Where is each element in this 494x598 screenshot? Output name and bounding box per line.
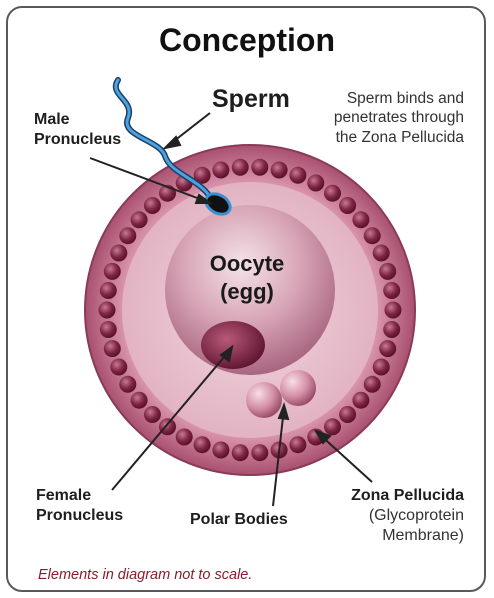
zona-granule bbox=[119, 376, 136, 393]
leader-sperm-arrow bbox=[165, 137, 180, 148]
zona-granule bbox=[232, 159, 249, 176]
zona-granule bbox=[104, 340, 121, 357]
oocyte-label-line-1: Oocyte bbox=[197, 250, 297, 278]
zona-granule bbox=[251, 159, 268, 176]
zona-granule bbox=[324, 185, 341, 202]
zona-granule bbox=[251, 444, 268, 461]
zona-granule bbox=[385, 302, 402, 319]
zona-pellucida-label: Zona Pellucida (Glycoprotein Membrane) bbox=[351, 486, 464, 546]
zona-granule bbox=[144, 406, 161, 423]
male-pronucleus-line-1: Male bbox=[34, 110, 121, 130]
zona-granule bbox=[352, 392, 369, 409]
zona-granule bbox=[99, 302, 116, 319]
zona-granule bbox=[232, 444, 249, 461]
zona-granule bbox=[289, 436, 306, 453]
scale-note: Elements in diagram not to scale. bbox=[38, 566, 252, 584]
male-pronucleus-label: Male Pronucleus bbox=[34, 110, 121, 150]
zona-granule bbox=[110, 359, 127, 376]
diagram-title: Conception bbox=[0, 22, 494, 59]
zona-granule bbox=[383, 282, 400, 299]
zona-granule bbox=[104, 263, 121, 280]
zona-granule bbox=[339, 406, 356, 423]
zona-granule bbox=[379, 263, 396, 280]
zona-granule bbox=[100, 282, 117, 299]
zona-granule bbox=[131, 211, 148, 228]
zona-granule bbox=[119, 227, 136, 244]
polar-body-1 bbox=[246, 382, 282, 418]
zona-sub-line-2: Membrane) bbox=[351, 526, 464, 546]
zona-granule bbox=[373, 245, 390, 262]
zona-granule bbox=[373, 359, 390, 376]
oocyte-label: Oocyte (egg) bbox=[197, 250, 297, 305]
zona-granule bbox=[289, 167, 306, 184]
sperm-description-line-2: penetrates through bbox=[334, 108, 464, 127]
polar-bodies-label: Polar Bodies bbox=[190, 510, 288, 530]
female-pronucleus-label: Female Pronucleus bbox=[36, 486, 123, 526]
sperm-label: Sperm bbox=[212, 84, 290, 115]
zona-granule bbox=[383, 321, 400, 338]
zona-granule bbox=[379, 340, 396, 357]
sperm-description: Sperm binds and penetrates through the Z… bbox=[334, 89, 464, 147]
zona-granule bbox=[194, 436, 211, 453]
zona-granule bbox=[131, 392, 148, 409]
zona-granule bbox=[352, 211, 369, 228]
oocyte-label-line-2: (egg) bbox=[197, 278, 297, 306]
female-pronucleus-shape bbox=[201, 321, 265, 369]
female-pronucleus-line-1: Female bbox=[36, 486, 123, 506]
male-pronucleus-line-2: Pronucleus bbox=[34, 130, 121, 150]
zona-granule bbox=[307, 175, 324, 192]
zona-granule bbox=[364, 376, 381, 393]
zona-granule bbox=[144, 197, 161, 214]
zona-granule bbox=[364, 227, 381, 244]
zona-granule bbox=[212, 442, 229, 459]
sperm-description-line-3: the Zona Pellucida bbox=[334, 128, 464, 147]
polar-body-2 bbox=[280, 370, 316, 406]
zona-granule bbox=[271, 162, 288, 179]
zona-granule bbox=[176, 429, 193, 446]
zona-sub-line-1: (Glycoprotein bbox=[351, 506, 464, 526]
female-pronucleus-line-2: Pronucleus bbox=[36, 506, 123, 526]
zona-granule bbox=[110, 245, 127, 262]
zona-pellucida-title: Zona Pellucida bbox=[351, 486, 464, 506]
sperm-description-line-1: Sperm binds and bbox=[334, 89, 464, 108]
zona-granule bbox=[324, 418, 341, 435]
zona-granule bbox=[100, 321, 117, 338]
zona-granule bbox=[339, 197, 356, 214]
zona-granule bbox=[212, 162, 229, 179]
